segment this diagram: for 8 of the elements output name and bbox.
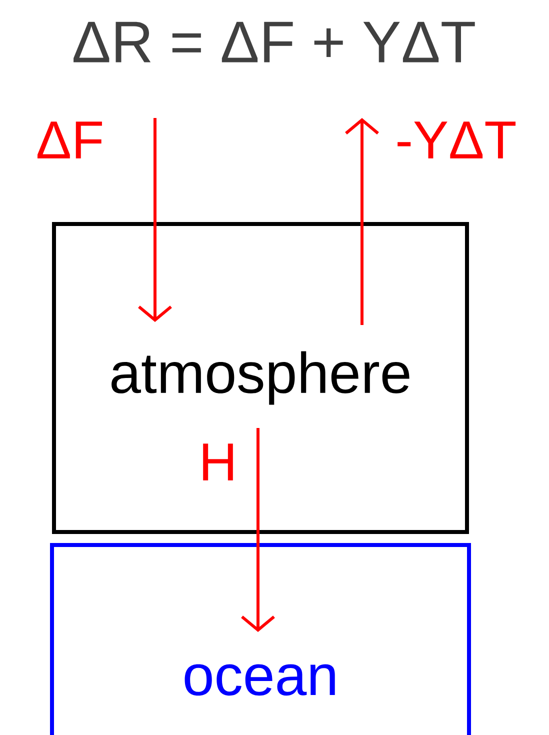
ocean-box: ocean — [50, 543, 471, 735]
edge-label: ΔF — [38, 122, 102, 158]
title: ΔR = ΔF + YΔT — [74, 22, 475, 62]
edge-label: H — [203, 444, 233, 480]
edge-label: -YΔT — [398, 122, 516, 158]
arrow — [241, 428, 275, 632]
arrow — [345, 118, 379, 325]
arrow — [138, 118, 172, 322]
